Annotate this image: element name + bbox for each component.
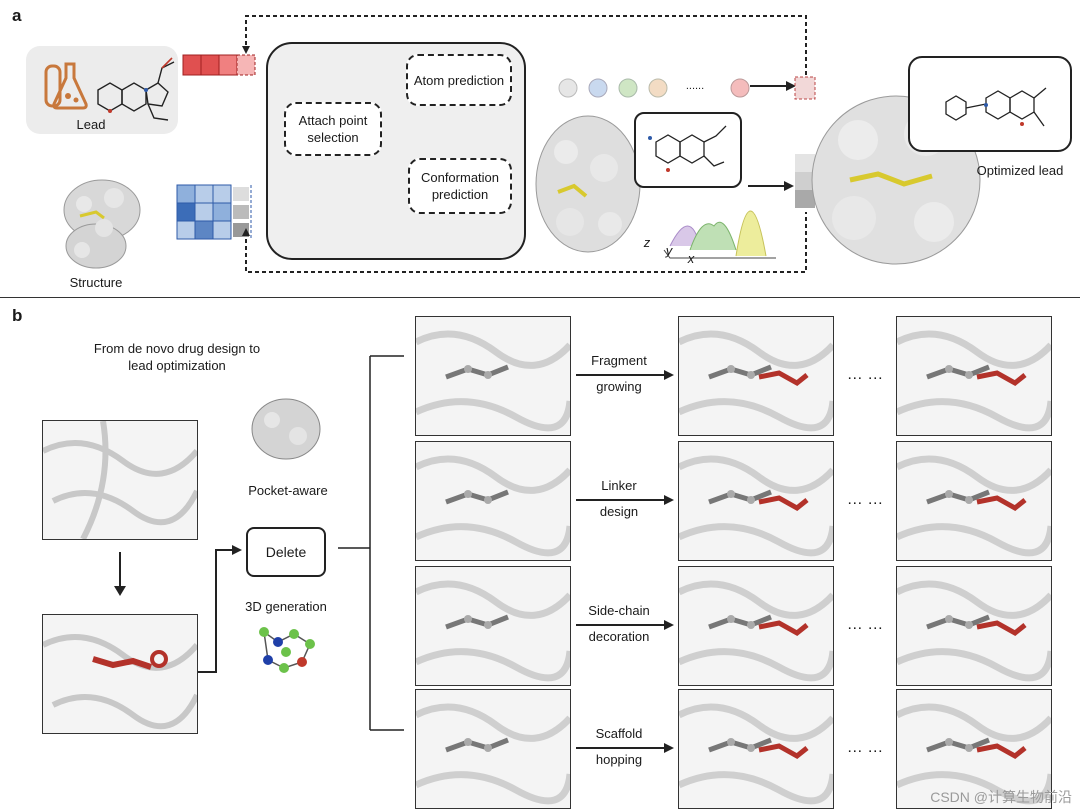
token-circles	[558, 78, 750, 98]
task-4-ellipsis: … …	[846, 739, 884, 756]
intro-label: From de novo drug design to lead optimiz…	[93, 341, 261, 373]
task-2-frame-1	[415, 441, 571, 561]
pocket-protein-image	[535, 115, 641, 253]
molecule-zoom-icon	[648, 125, 727, 172]
task-1-frame-3	[896, 316, 1052, 436]
task-2-arrow-icon	[576, 495, 674, 505]
task-1-frame-2	[678, 316, 834, 436]
axis-x-label: x	[687, 251, 695, 266]
attach-point-box: Attach point selection	[284, 102, 382, 156]
conformation-prediction-label: Conformation prediction	[420, 170, 500, 202]
task-1-frame-1	[415, 316, 571, 436]
task-3-frame-2	[678, 566, 834, 686]
task-4-frame-1	[415, 689, 571, 809]
optimized-lead-card	[908, 56, 1072, 152]
task-4-arrow-icon	[576, 743, 674, 753]
lead-label: Lead	[76, 117, 106, 132]
attach-point-label: Attach point selection	[298, 113, 368, 145]
lead-molecule-icon	[97, 57, 175, 121]
task-3-label-line2: decoration	[588, 629, 650, 644]
3d-generation-molecule-icon	[259, 627, 315, 673]
watermark: CSDN @计算生物前沿	[930, 789, 1072, 805]
lead-token-strip	[182, 54, 256, 76]
flask-icon	[44, 62, 88, 110]
axis-y-label: y	[665, 243, 673, 258]
optimized-molecule-icon	[945, 87, 1047, 127]
task-3-frame-3	[896, 566, 1052, 686]
task-1-ellipsis: … …	[846, 366, 884, 383]
pocket-aware-protein-icon	[251, 398, 321, 460]
task-4-frame-3	[896, 689, 1052, 809]
lead-box	[26, 46, 178, 134]
pocket-aware-label: Pocket-aware	[248, 483, 328, 498]
task-1-arrow-icon	[576, 370, 674, 380]
task-4-label-line2: hopping	[595, 752, 643, 767]
atom-prediction-label: Atom prediction	[413, 72, 505, 88]
output-token-stack	[794, 76, 816, 208]
token-ellipsis: ......	[685, 80, 705, 92]
task-2-frame-3	[896, 441, 1052, 561]
task-3-label-line1: Side-chain	[588, 603, 650, 618]
structure-token-grid	[176, 184, 252, 240]
panel-a-letter: a	[12, 6, 22, 25]
down-arrow-icon	[114, 552, 126, 596]
apo-protein-frame	[42, 420, 198, 540]
axis-z-label: z	[643, 235, 651, 250]
structure-label: Structure	[69, 275, 123, 290]
panel-divider	[0, 297, 1080, 298]
task-3-ellipsis: … …	[846, 616, 884, 633]
optimized-lead-label: Optimized lead	[976, 163, 1064, 178]
panel-b-connectors	[198, 355, 404, 731]
task-3-frame-1	[415, 566, 571, 686]
task-4-frame-2	[678, 689, 834, 809]
task-4-label-line1: Scaffold	[595, 726, 643, 741]
task-1-label-line1: Fragment	[591, 353, 647, 368]
task-2-frame-2	[678, 441, 834, 561]
task-2-label-line1: Linker	[601, 478, 637, 493]
task-2-label-line2: design	[599, 504, 639, 519]
molecule-zoom-card	[634, 112, 742, 188]
conformation-distribution-plot	[663, 210, 776, 259]
protein-structure-image	[63, 179, 141, 269]
task-1-label-line2: growing	[596, 379, 642, 394]
delete-button[interactable]: Delete	[246, 527, 326, 577]
optimized-protein-image	[811, 95, 981, 265]
atom-prediction-box: Atom prediction	[406, 54, 512, 106]
holo-protein-frame	[42, 614, 198, 734]
delete-label: Delete	[265, 544, 307, 560]
conformation-prediction-box: Conformation prediction	[408, 158, 512, 214]
task-2-ellipsis: … …	[846, 491, 884, 508]
panel-b-letter: b	[12, 306, 23, 325]
3d-generation-label: 3D generation	[245, 599, 327, 614]
task-3-arrow-icon	[576, 620, 674, 630]
